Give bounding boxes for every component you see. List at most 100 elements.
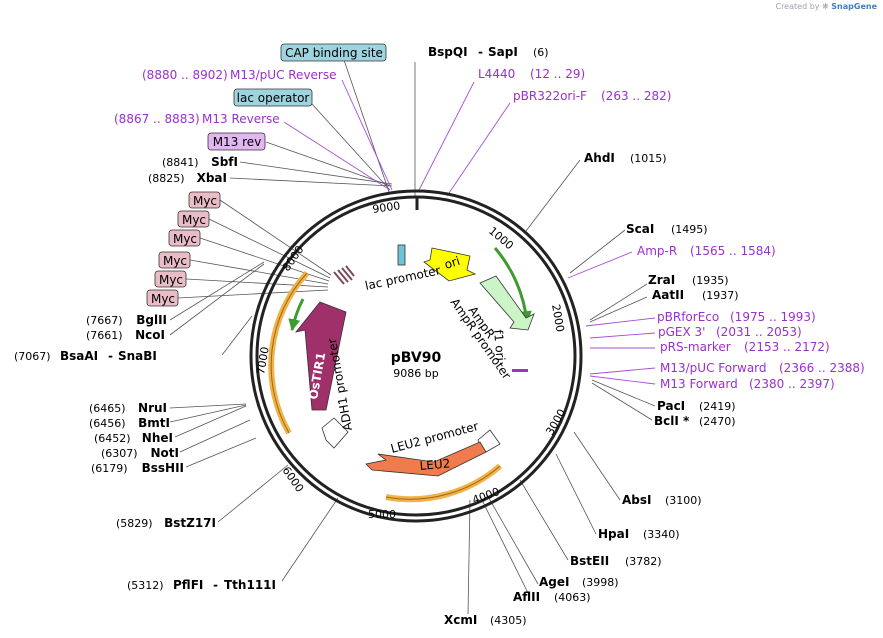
enzyme-hpai[interactable]: HpaI (598, 527, 629, 541)
enzyme-paci[interactable]: PacI (657, 399, 685, 413)
enzyme-bspqi-pos: (6) (533, 46, 549, 59)
snapgene-credit: Created by ❋ SnapGene (775, 2, 877, 11)
leader-sbfi (239, 161, 393, 185)
tick-3000: 3000 (543, 407, 568, 438)
primer-m13puc-fwd[interactable]: M13/pUC Forward (660, 361, 767, 375)
primer-m13-fwd[interactable]: M13 Forward (660, 377, 738, 391)
leader-pflfi (281, 497, 339, 582)
leader-m13puc-rev (341, 79, 393, 191)
enzyme-bcli[interactable]: BclI * (654, 414, 690, 428)
leader-bsteii (519, 479, 569, 561)
feature-myc-5[interactable]: Myc (154, 270, 187, 288)
primer-pbr322ori[interactable]: pBR322ori-F (513, 89, 587, 103)
enzyme-bspqi[interactable]: BspQI (428, 45, 468, 59)
enzyme-bglii[interactable]: BglII (136, 313, 167, 327)
enzyme-bmti[interactable]: BmtI (138, 416, 170, 430)
leader-myc1 (219, 199, 332, 276)
enzyme-agei[interactable]: AgeI (539, 575, 569, 589)
enzyme-bsaai-dash: - (108, 349, 113, 363)
leader-pbr322 (446, 102, 511, 197)
adh1-promoter-arrow (321, 417, 349, 449)
leader-m13-fwd (589, 375, 656, 385)
enzyme-bmti-pos: (6456) (89, 417, 126, 430)
enzyme-bsteii[interactable]: BstEII (570, 554, 609, 568)
svg-text:M13 rev: M13 rev (213, 135, 262, 149)
leader-bcli (591, 382, 653, 421)
lac-promoter-marker (397, 244, 406, 266)
enzyme-bstz17i[interactable]: BstZ17I (164, 516, 216, 530)
plasmid-name: pBV90 (391, 350, 442, 366)
feature-cap-binding-site[interactable]: CAP binding site (280, 43, 387, 62)
primer-pgex-range: (2031 .. 2053) (716, 325, 802, 339)
enzyme-tth111i[interactable]: Tth111I (224, 578, 276, 592)
enzyme-xcmi-pos: (4305) (490, 614, 527, 627)
feature-myc-2[interactable]: Myc (177, 210, 210, 228)
leader-myc3 (199, 237, 330, 282)
enzyme-zrai[interactable]: ZraI (648, 273, 675, 287)
leader-afliii (479, 495, 531, 598)
enzyme-snabi[interactable]: SnaBI (118, 349, 157, 363)
primer-m13-rev[interactable]: M13 Reverse (202, 112, 280, 126)
enzyme-noti-pos: (6307) (101, 447, 138, 460)
leader-ampr-primer (567, 251, 633, 279)
leader-nhei (174, 405, 247, 438)
enzyme-pflfi-dash: - (213, 578, 218, 592)
leader-absi (573, 431, 621, 501)
enzyme-bcli-pos: (2470) (699, 415, 736, 428)
credit-prefix: Created by (775, 2, 820, 11)
enzyme-scai[interactable]: ScaI (626, 222, 654, 236)
primer-l4440[interactable]: L4440 (478, 67, 515, 81)
leader-xcmi (467, 499, 471, 615)
enzyme-bsshii[interactable]: BssHII (142, 461, 184, 475)
primer-m13puc-fwd-range: (2366 .. 2388) (779, 361, 865, 375)
enzyme-nhei[interactable]: NheI (142, 431, 173, 445)
enzyme-bsshii-pos: (6179) (91, 462, 128, 475)
feature-myc-1[interactable]: Myc (188, 191, 221, 209)
feature-m13-rev[interactable]: M13 rev (207, 132, 266, 151)
enzyme-nhei-pos: (6452) (94, 432, 131, 445)
green-arc-ostir1 (288, 298, 305, 332)
enzyme-xcmi[interactable]: XcmI (444, 613, 477, 627)
enzyme-agei-pos: (3998) (582, 576, 619, 589)
enzyme-afliii-pos: (4063) (554, 591, 591, 604)
enzyme-nrui[interactable]: NruI (138, 401, 167, 415)
svg-text:Myc: Myc (163, 254, 187, 268)
svg-text:Myc: Myc (193, 194, 217, 208)
enzyme-afliii[interactable]: AflII (513, 590, 540, 604)
enzyme-pflfi[interactable]: PflFI (173, 578, 203, 592)
credit-brand: SnapGene (831, 2, 877, 11)
leader-myc5 (185, 278, 329, 288)
leader-m13-rev (283, 121, 391, 191)
enzyme-paci-pos: (2419) (699, 400, 736, 413)
enzyme-xbai[interactable]: XbaI (197, 171, 227, 185)
ori-arrow (423, 247, 477, 282)
enzyme-ahdi[interactable]: AhdI (584, 151, 615, 165)
enzyme-bsaai[interactable]: BsaAI (60, 349, 98, 363)
myc-tags-cluster (333, 265, 355, 285)
feature-myc-6[interactable]: Myc (146, 289, 179, 307)
enzyme-aatii[interactable]: AatII (652, 288, 684, 302)
enzyme-sbfi-pos: (8841) (162, 156, 199, 169)
primer-ampr-range: (1565 .. 1584) (690, 244, 776, 258)
primer-pgex[interactable]: pGEX 3' (658, 325, 705, 339)
leader-agei (485, 492, 539, 585)
primer-ampr[interactable]: Amp-R (637, 244, 677, 258)
primer-l4440-range: (12 .. 29) (530, 67, 585, 81)
leader-paci (591, 379, 656, 407)
leader-lacop (311, 103, 391, 191)
enzyme-sapi[interactable]: SapI (488, 45, 518, 59)
enzyme-noti[interactable]: NotI (151, 446, 180, 460)
enzyme-bsteii-pos: (3782) (625, 555, 662, 568)
primer-m13puc-rev[interactable]: M13/pUC Reverse (230, 68, 337, 82)
enzyme-ncoi[interactable]: NcoI (135, 328, 165, 342)
enzyme-absi[interactable]: AbsI (622, 493, 651, 507)
enzyme-sbfi[interactable]: SbfI (211, 155, 238, 169)
feature-lac-operator[interactable]: lac operator (233, 88, 313, 107)
feature-myc-4[interactable]: Myc (158, 251, 191, 269)
primer-pbrforeco[interactable]: pBRforEco (657, 310, 719, 324)
enzyme-hpai-pos: (3340) (643, 528, 680, 541)
enzyme-bsaai-pos: (7067) (14, 350, 51, 363)
feature-myc-3[interactable]: Myc (168, 229, 201, 247)
primer-prs[interactable]: pRS-marker (660, 340, 731, 354)
